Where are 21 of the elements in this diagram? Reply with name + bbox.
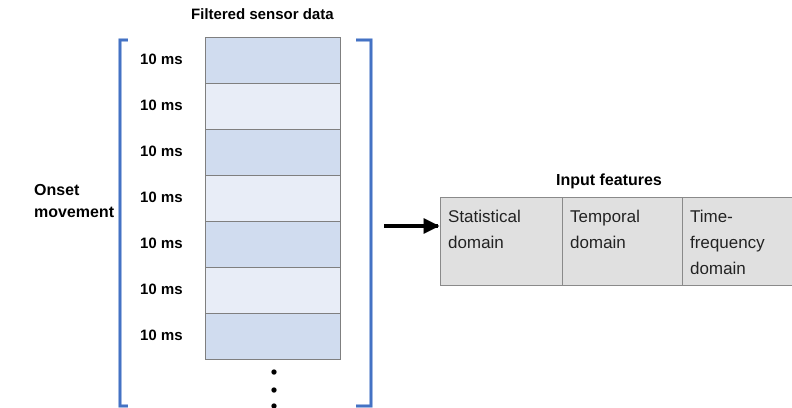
table-cell: Temporal domain xyxy=(562,197,683,286)
time-label: 10 ms xyxy=(140,97,183,114)
heading: Filtered sensor data xyxy=(191,6,334,23)
time-label: 10 ms xyxy=(140,189,183,206)
data-cell xyxy=(205,37,341,84)
time-label: 10 ms xyxy=(140,51,183,68)
table-cell: Time-frequency domain xyxy=(682,197,792,286)
time-label: 10 ms xyxy=(140,235,183,252)
side-label: Onset movement xyxy=(34,181,116,223)
time-label: 10 ms xyxy=(140,281,183,298)
data-cell xyxy=(205,129,341,176)
data-cell xyxy=(205,267,341,314)
data-cell xyxy=(205,83,341,130)
table-cell: Statistical domain xyxy=(440,197,563,286)
heading: Input features xyxy=(556,172,662,190)
time-label: 10 ms xyxy=(140,327,183,344)
data-cell xyxy=(205,221,341,268)
time-label: 10 ms xyxy=(140,143,183,160)
arrow xyxy=(384,218,440,234)
data-cell xyxy=(205,175,341,222)
data-cell xyxy=(205,313,341,360)
